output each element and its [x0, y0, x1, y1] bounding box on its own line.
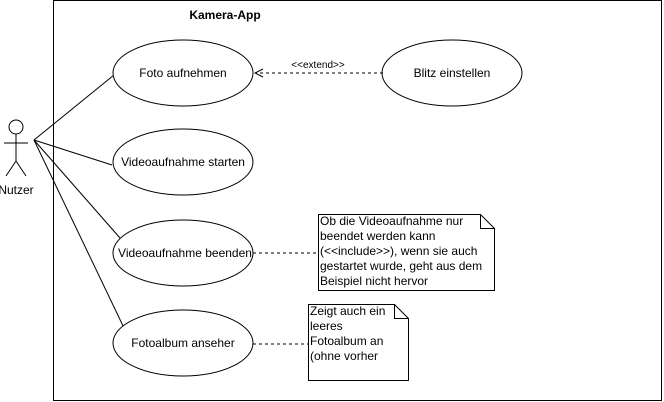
note-video-line: beendet werden kann	[320, 229, 435, 243]
actor-head	[8, 119, 24, 135]
note-video-line: Beispiel nicht hervor	[320, 274, 428, 288]
actor-nutzer[interactable]: Nutzer	[0, 119, 34, 197]
use-case-label: Fotoalbum anseher	[131, 336, 234, 350]
system-boundary	[53, 0, 662, 401]
association-video-end	[33, 139, 121, 239]
note-video-line: gestartet wurde, geht aus dem	[320, 259, 482, 273]
association-album	[33, 139, 126, 331]
actor-leg-left	[5, 160, 17, 177]
note-album-line: leeres	[310, 319, 343, 333]
note-album-line: (ohne vorher	[310, 349, 378, 363]
note-video-line: Ob die Videoaufnahme nur	[320, 214, 463, 228]
use-case-label: Videoaufnahme starten	[121, 155, 245, 169]
use-case-label: Videoaufnahme beenden	[118, 246, 252, 260]
note-album-line: Fotoalbum an	[310, 334, 383, 348]
use-case-fotoalbum-anseher[interactable]: Fotoalbum anseher	[112, 309, 254, 377]
use-case-videoaufnahme-starten[interactable]: Videoaufnahme starten	[112, 128, 254, 196]
use-case-foto-aufnehmen[interactable]: Foto aufnehmen	[112, 39, 254, 107]
actor-leg-right	[15, 160, 27, 177]
actor-name: Nutzer	[0, 183, 34, 197]
note-video: Ob die Videoaufnahme nur beendet werden …	[318, 214, 495, 291]
extend-relation: <<extend>>	[253, 60, 383, 78]
use-case-videoaufnahme-beenden[interactable]: Videoaufnahme beenden	[112, 219, 254, 287]
svg-text:Zeigt auch ein leeres: Zeigt auch ein leeres Fotoalbum an (ohne…	[310, 304, 389, 363]
use-case-label: Foto aufnehmen	[139, 66, 226, 80]
association-video-start	[33, 139, 113, 166]
extend-label: <<extend>>	[291, 60, 345, 71]
system-title: Kamera-App	[189, 8, 260, 22]
note-album: Zeigt auch ein leeres Fotoalbum an (ohne…	[308, 304, 409, 381]
note-video-line: (<<include>>), wenn sie auch	[320, 244, 477, 258]
use-case-blitz-einstellen[interactable]: Blitz einstellen	[381, 39, 523, 107]
svg-text:Ob die Videoaufnahme nur: Ob die Videoaufnahme nur beendet werden …	[320, 214, 485, 288]
association-foto	[33, 74, 115, 141]
use-case-label: Blitz einstellen	[414, 66, 491, 80]
note-album-line: Zeigt auch ein	[310, 304, 385, 318]
